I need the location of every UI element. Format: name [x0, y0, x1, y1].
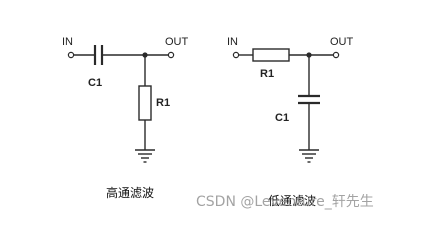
- high-pass-capacitor-label: C1: [88, 77, 102, 89]
- high-pass-ground-icon: [135, 149, 155, 163]
- filter-circuits-diagram: IN OUT C1 R1 高通滤波 IN OUT: [62, 36, 374, 210]
- low-pass-output-label: OUT: [330, 36, 354, 48]
- high-pass-caption: 高通滤波: [106, 185, 154, 200]
- high-pass-resistor-label: R1: [156, 97, 170, 109]
- low-pass-capacitor-label: C1: [275, 112, 289, 124]
- high-pass-circuit: IN OUT C1 R1 高通滤波: [62, 36, 189, 200]
- low-pass-capacitor-c1: [298, 94, 320, 105]
- low-pass-resistor-r1: [252, 48, 290, 62]
- high-pass-output-terminal: [167, 51, 175, 59]
- high-pass-resistor-r1: [138, 85, 152, 121]
- low-pass-caption: 低通滤波: [268, 194, 316, 208]
- high-pass-capacitor-c1: [93, 45, 104, 65]
- low-pass-circuit: IN OUT R1 C1 低通滤波: [227, 36, 354, 208]
- low-pass-resistor-label: R1: [260, 68, 274, 80]
- high-pass-input-label: IN: [62, 36, 73, 48]
- low-pass-ground-icon: [299, 149, 319, 163]
- low-pass-input-label: IN: [227, 36, 238, 48]
- low-pass-input-terminal: [232, 51, 240, 59]
- high-pass-output-label: OUT: [165, 36, 189, 48]
- low-pass-output-terminal: [332, 51, 340, 59]
- high-pass-input-terminal: [67, 51, 75, 59]
- csdn-watermark: CSDN @Leventure_轩先生: [196, 194, 374, 210]
